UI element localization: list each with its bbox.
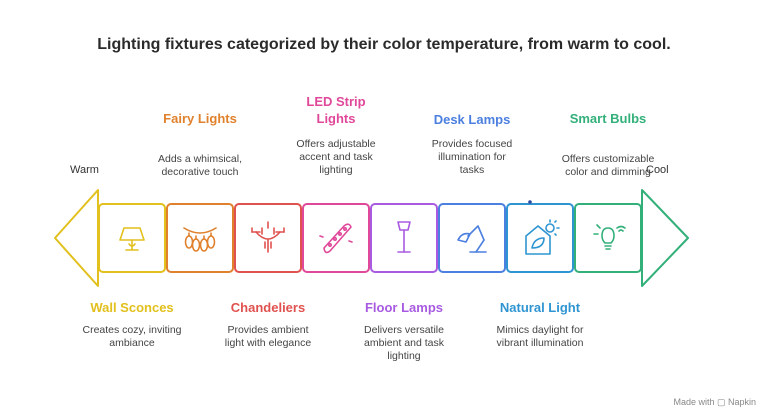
led-strip-icon xyxy=(319,223,353,254)
marker-dot xyxy=(528,200,532,204)
warm-label: Warm xyxy=(70,164,99,176)
floor-lamp-icon xyxy=(397,221,411,253)
fixture-heading: Desk Lamps xyxy=(433,112,511,127)
segment-4 xyxy=(302,203,370,273)
made-with-napkin: Made with ▢ Napkin xyxy=(673,397,756,407)
fixture-heading: Floor Lamps xyxy=(364,300,443,315)
fixture-box xyxy=(166,203,234,273)
wall-sconce-icon xyxy=(119,227,145,251)
fixture-description: Provides ambient light with elegance xyxy=(224,324,312,349)
desk-lamp-icon xyxy=(457,225,487,253)
fixture-description: Delivers versatile ambient and task ligh… xyxy=(364,324,444,362)
segment-1 xyxy=(98,203,166,273)
fixture-description: Mimics daylight for vibrant illumination xyxy=(496,324,584,349)
fixture-box xyxy=(234,203,302,273)
fixture-heading: Fairy Lights xyxy=(163,111,237,126)
fixture-heading: Natural Light xyxy=(499,300,581,315)
segment-8 xyxy=(574,203,642,273)
fixture-description: Offers adjustable accent and task lighti… xyxy=(296,138,376,176)
fixture-box xyxy=(98,203,166,273)
fixture-heading: Smart Bulbs xyxy=(569,111,647,126)
segment-3 xyxy=(234,203,302,273)
fixture-heading: LED Strip Lights xyxy=(306,94,366,126)
cool-arrow-head xyxy=(641,189,689,287)
fixture-description: Provides focused illumination for tasks xyxy=(431,138,513,176)
diagram-title: Lighting fixtures categorized by their c… xyxy=(97,36,671,53)
fixture-box xyxy=(438,203,506,273)
fixture-heading: Chandeliers xyxy=(230,300,306,315)
fixture-description: Creates cozy, inviting ambiance xyxy=(82,324,182,349)
chandelier-icon xyxy=(251,221,285,253)
segment-7 xyxy=(506,203,574,273)
segment-5 xyxy=(370,203,438,273)
cool-label: Cool xyxy=(646,164,669,176)
fixture-box xyxy=(574,203,642,273)
natural-light-icon xyxy=(525,219,560,255)
fairy-lights-icon xyxy=(183,227,217,252)
segment-6 xyxy=(438,203,506,273)
segment-2 xyxy=(166,203,234,273)
fixture-description: Adds a whimsical, decorative touch xyxy=(157,153,243,178)
fixture-heading: Wall Sconces xyxy=(90,300,174,315)
warm-arrow-head xyxy=(54,189,99,287)
fixture-description: Offers customizable color and dimming xyxy=(561,153,655,178)
smart-bulb-icon xyxy=(593,224,626,250)
